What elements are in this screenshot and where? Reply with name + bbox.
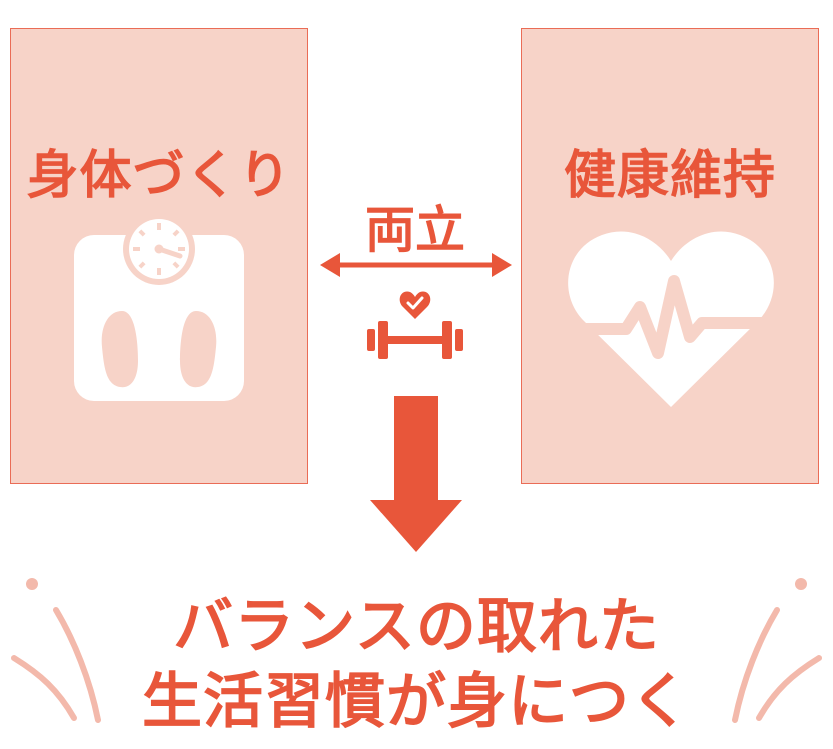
health-maintenance-title: 健康維持 — [563, 146, 776, 206]
heart-pulse-icon — [562, 231, 780, 407]
bathroom-scale-icon — [74, 213, 244, 401]
down-arrow-icon — [370, 396, 462, 552]
result-text-line-2: 生活習慣が身につく — [142, 667, 691, 737]
dumbbell-heart-icon — [367, 291, 463, 359]
health-maintenance-panel: 健康維持 — [521, 28, 819, 484]
balance-label: 両立 — [365, 201, 465, 259]
body-building-title: 身体づくり — [26, 146, 292, 206]
body-building-panel: 身体づくり — [10, 28, 308, 484]
sparkle-decoration-left-icon — [11, 578, 101, 723]
result-text-line-1: バランスの取れた — [173, 592, 660, 662]
sparkle-decoration-right-icon — [732, 578, 822, 723]
double-arrow-icon — [320, 253, 512, 277]
